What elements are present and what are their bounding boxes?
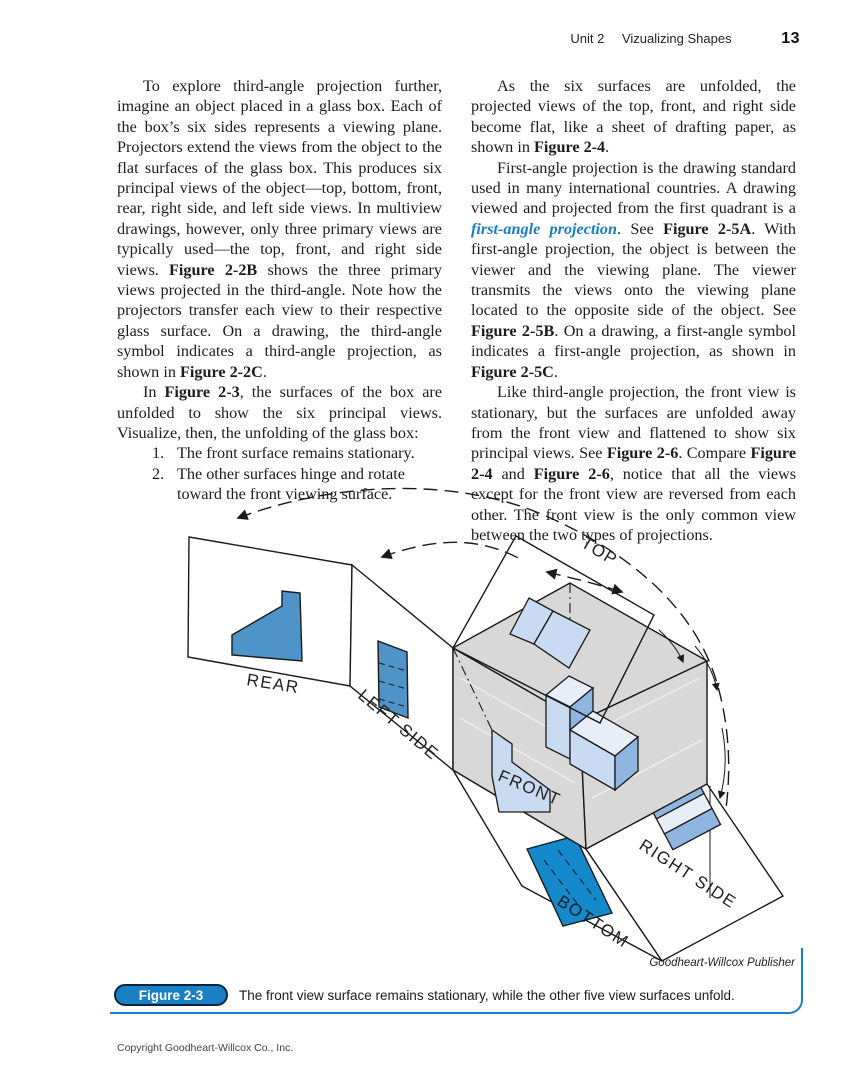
glass-box-right-face (579, 659, 708, 851)
list-item: 1.The front surface remains stationary. (152, 444, 415, 463)
rear-view-shape (231, 590, 303, 662)
corner-arrow-1 (658, 629, 685, 664)
copyright-notice: Copyright Goodheart-Willcox Co., Inc. (117, 1042, 294, 1054)
page-number: 13 (781, 30, 800, 47)
top-panel-arc (545, 568, 624, 595)
left-column: To explore third-angle projection furthe… (117, 76, 442, 545)
glass-reflection (459, 677, 703, 799)
paragraph: In Figure 2-3, the surfaces of the box a… (117, 383, 443, 442)
corner-arrow-2 (694, 645, 720, 692)
fold-line-front (452, 647, 493, 731)
right-column: As the six surfaces are unfolded, the pr… (471, 76, 796, 545)
right-rotation-arrow (717, 727, 726, 800)
paragraph: To explore third-angle projection furthe… (117, 77, 442, 381)
label-top: TOP (578, 533, 621, 569)
figure-2-3-diagram: REAR LEFT SIDE TOP FRONT RIGHT SIDE BOTT… (187, 487, 785, 962)
unit-label: Unit 2 (570, 31, 605, 46)
unfold-arc-outer (236, 487, 730, 940)
front-view-shape (491, 728, 551, 813)
figure-caption: The front view surface remains stationar… (239, 988, 735, 1003)
rear-panel (187, 536, 353, 687)
caption-frame (110, 948, 803, 1014)
left-view-hidden-lines (378, 662, 408, 708)
left-side-view-shape (377, 639, 409, 720)
unfold-arc-inner (380, 541, 523, 561)
paragraph: First-angle projection is the drawing st… (471, 158, 797, 381)
section-title: Vizualizing Shapes (621, 31, 732, 46)
list-item: 2.The other surfaces hinge and rotate to… (152, 464, 405, 504)
glass-box (451, 582, 709, 851)
figure-badge: Figure 2-3 (114, 984, 228, 1006)
bottom-view-hidden-lines (543, 849, 597, 911)
top-panel (452, 535, 655, 724)
body-columns: To explore third-angle projection furthe… (117, 76, 796, 545)
paragraph: As the six surfaces are unfolded, the pr… (471, 77, 796, 157)
attribution: Goodheart-Willcox Publisher (649, 957, 795, 969)
bottom-view-shape (526, 835, 613, 927)
page-header: Unit 2 Vizualizing Shapes 13 (0, 30, 800, 48)
top-view-shape-b (533, 610, 591, 669)
